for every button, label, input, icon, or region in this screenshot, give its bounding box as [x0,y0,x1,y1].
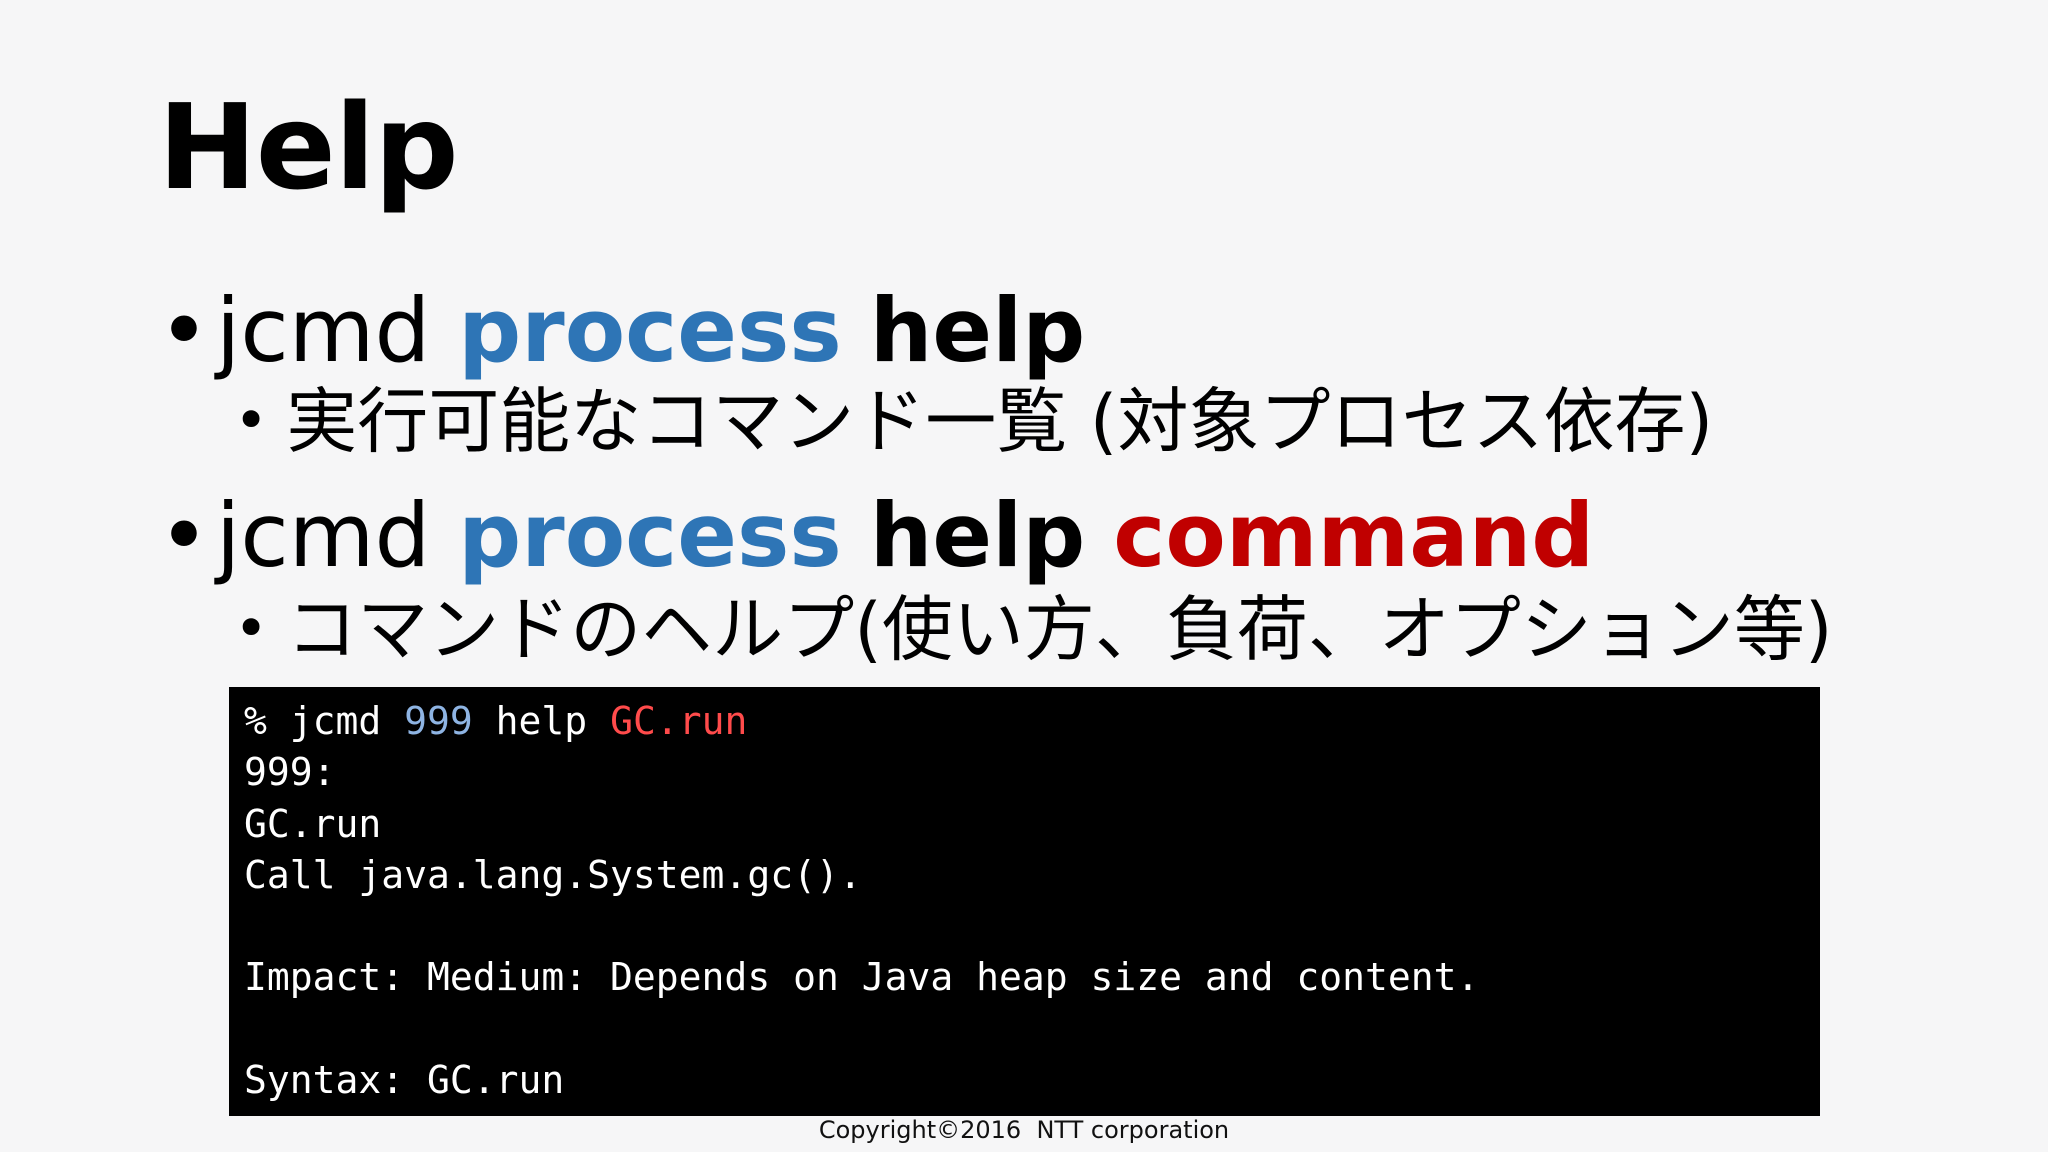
bullet-dot: • [158,279,210,382]
bullet-help-command: •jcmd process help command [158,487,1594,585]
copyright-footer: Copyright©2016 NTT corporation [818,1116,1230,1144]
sub-bullet-dot: • [234,594,269,662]
jcmd-text: jcmd [215,279,459,382]
sub-bullet-text: コマンドのヘルプ(使い方、負荷、オプション等) [286,588,1833,671]
jcmd-text: jcmd [215,484,459,587]
sub-bullet-command-help: •コマンドのヘルプ(使い方、負荷、オプション等) [234,588,1833,671]
sub-bullet-text: 実行可能なコマンド一覧 (対象プロセス依存) [286,380,1714,463]
space [842,279,870,382]
process-keyword: process [458,279,842,382]
terminal-output-box: % jcmd 999 help GC.run 999: GC.run Call … [229,687,1820,1116]
help-keyword: help [869,279,1086,382]
process-keyword: process [458,484,842,587]
slide-title: Help [158,78,459,216]
terminal-output-line: 999: [244,750,336,795]
terminal-output-line: Impact: Medium: Depends on Java heap siz… [244,955,1480,1000]
bullet-dot: • [158,484,210,587]
sub-bullet-command-list: •実行可能なコマンド一覧 (対象プロセス依存) [234,380,1714,463]
terminal-output-line [244,1004,1820,1055]
space [1085,484,1113,587]
terminal-command: GC.run [610,699,748,743]
terminal-pid: 999 [404,699,473,743]
command-keyword: command [1113,484,1595,587]
terminal-output-line: GC.run [244,801,382,846]
prompt-middle: help [472,699,611,743]
sub-bullet-dot: • [234,386,269,454]
help-keyword: help [869,484,1086,587]
terminal-output-line: Call java.lang.System.gc(). [244,852,862,897]
terminal-output-line [244,901,1820,952]
terminal-output-line: Syntax: GC.run [244,1058,565,1103]
bullet-help-list: •jcmd process help [158,282,1085,380]
prompt-prefix: % jcmd [244,699,405,743]
terminal-prompt-line: % jcmd 999 help GC.run [244,696,1820,747]
space [842,484,870,587]
